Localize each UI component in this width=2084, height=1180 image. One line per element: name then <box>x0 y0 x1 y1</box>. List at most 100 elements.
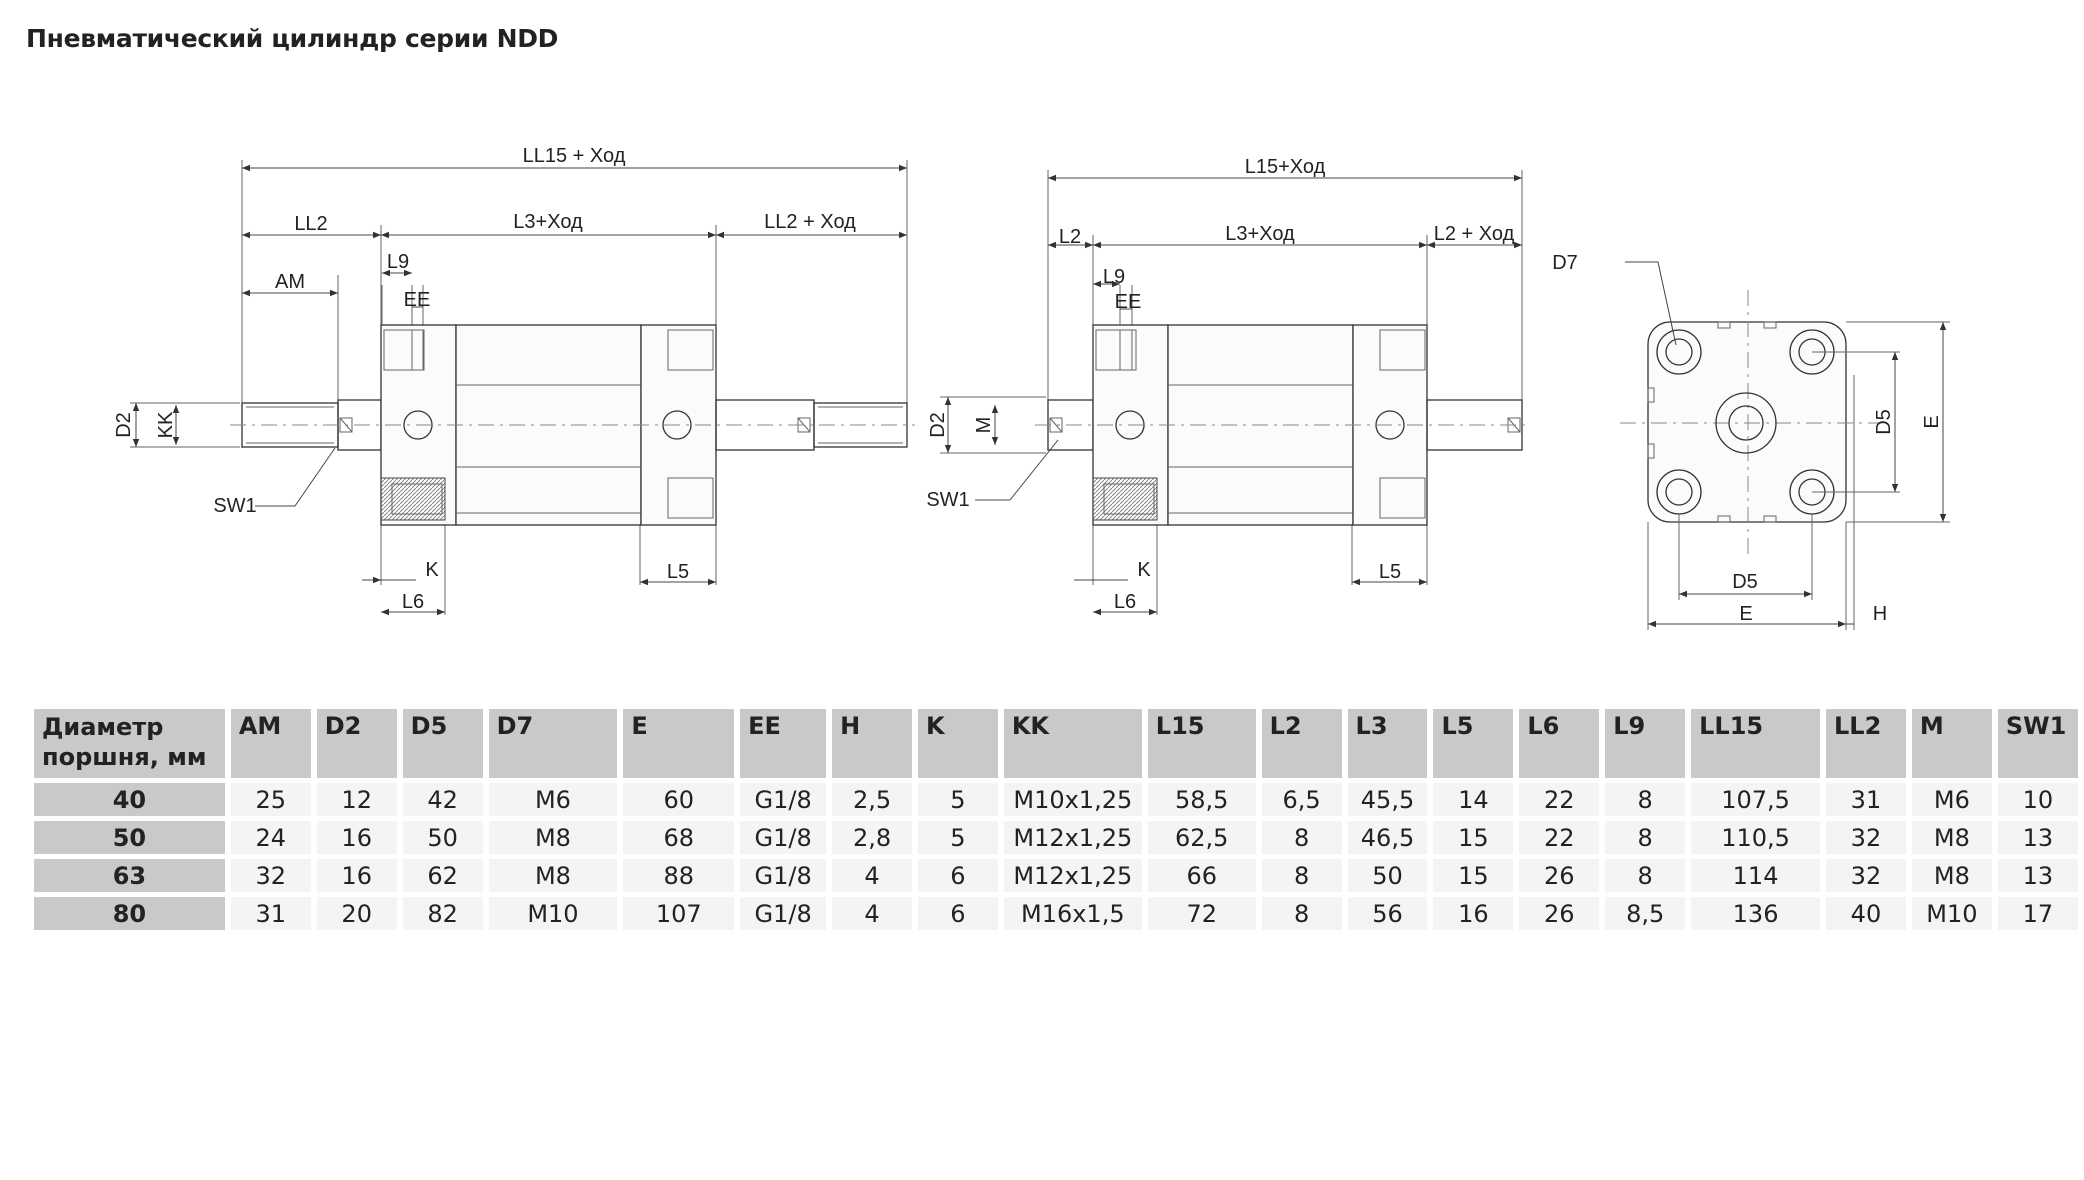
table-cell-kk: M12x1,25 <box>1003 859 1142 892</box>
drawing-single-rod: L15+Ход L2 L3+Ход L2 + Ход L9 EE D2 M K … <box>926 156 1530 616</box>
table-cell-l3: 46,5 <box>1347 821 1428 854</box>
table-cell-d5: 42 <box>402 783 483 816</box>
table-cell-l15: 58,5 <box>1147 783 1256 816</box>
table-cell-ll15: 114 <box>1691 859 1820 892</box>
header-cell: D7 <box>488 709 618 778</box>
dim-ll2-right: LL2 + Ход <box>764 211 856 233</box>
table-cell-am: 32 <box>230 859 311 892</box>
header-cell: LL15 <box>1691 709 1820 778</box>
table-cell-m: M10 <box>1911 897 1992 930</box>
dim-l5-2: L5 <box>1379 561 1401 583</box>
dim-ee-2: EE <box>1115 291 1142 313</box>
dim-d2: D2 <box>113 412 135 438</box>
table-cell-l9: 8,5 <box>1605 897 1686 930</box>
table-cell-d2: 16 <box>316 821 397 854</box>
dim-l6: L6 <box>402 591 424 613</box>
table-cell-d2: 12 <box>316 783 397 816</box>
table-cell-sw1: 10 <box>1997 783 2078 816</box>
table-cell-h: 2,5 <box>832 783 912 816</box>
table-cell-l6: 22 <box>1519 821 1600 854</box>
table-cell-l2: 6,5 <box>1261 783 1342 816</box>
dim-e-vertical: E <box>1921 415 1943 428</box>
table-cell-am: 24 <box>230 821 311 854</box>
table-cell-k: 5 <box>917 783 998 816</box>
table-cell-sw1: 17 <box>1997 897 2078 930</box>
table-cell-ee: G1/8 <box>740 859 827 892</box>
header-line-2: поршня, мм <box>42 743 207 771</box>
table-cell-l9: 8 <box>1605 783 1686 816</box>
header-cell: SW1 <box>1997 709 2078 778</box>
header-cell: H <box>832 709 912 778</box>
page-title: Пневматический цилиндр серии NDD <box>26 24 559 53</box>
table-cell-d5: 82 <box>402 897 483 930</box>
dim-am: AM <box>275 271 305 293</box>
drawing-front-view: D5 E D5 E H D7 <box>1552 252 1950 630</box>
header-line-1: Диаметр <box>42 713 164 741</box>
table-cell-d2: 20 <box>316 897 397 930</box>
table-cell-kk: M16x1,5 <box>1003 897 1142 930</box>
table-cell-l2: 8 <box>1261 821 1342 854</box>
table-cell-ll15: 136 <box>1691 897 1820 930</box>
table-cell-d5: 62 <box>402 859 483 892</box>
header-piston-diameter: Диаметр поршня, мм <box>34 709 225 778</box>
table-cell-e: 88 <box>623 859 735 892</box>
table-cell-am: 31 <box>230 897 311 930</box>
table-cell-l5: 14 <box>1433 783 1514 816</box>
header-cell: D5 <box>402 709 483 778</box>
table-cell-d7: M8 <box>488 859 618 892</box>
table-cell-l5: 16 <box>1433 897 1514 930</box>
dim-l2-right: L2 + Ход <box>1434 223 1515 245</box>
table-cell-e: 107 <box>623 897 735 930</box>
table-cell-e: 68 <box>623 821 735 854</box>
dim-d5-horizontal: D5 <box>1732 571 1758 593</box>
row-piston-diameter: 80 <box>34 897 225 930</box>
table-cell-ll2: 31 <box>1825 783 1906 816</box>
table-cell-l2: 8 <box>1261 897 1342 930</box>
header-cell: EE <box>740 709 827 778</box>
technical-drawing: LL15 + Ход LL2 L3+Ход LL2 + Ход AM L9 EE… <box>113 145 1950 630</box>
table-cell-ll15: 110,5 <box>1691 821 1820 854</box>
table-cell-ee: G1/8 <box>740 783 827 816</box>
table-cell-l15: 66 <box>1147 859 1256 892</box>
row-piston-diameter: 40 <box>34 783 225 816</box>
table-cell-e: 60 <box>623 783 735 816</box>
dim-l9: L9 <box>387 251 409 273</box>
table-cell-k: 6 <box>917 897 998 930</box>
table-cell-ee: G1/8 <box>740 897 827 930</box>
header-cell: L3 <box>1347 709 1428 778</box>
header-cell: AM <box>230 709 311 778</box>
header-cell: L6 <box>1519 709 1600 778</box>
header-cell: D2 <box>316 709 397 778</box>
table-cell-ee: G1/8 <box>740 821 827 854</box>
table-cell-k: 6 <box>917 859 998 892</box>
header-cell: LL2 <box>1825 709 1906 778</box>
header-cell: L9 <box>1605 709 1686 778</box>
table-cell-l3: 56 <box>1347 897 1428 930</box>
dim-k: K <box>425 559 439 581</box>
dim-e-horizontal: E <box>1739 603 1752 625</box>
table-cell-am: 25 <box>230 783 311 816</box>
table-cell-d2: 16 <box>316 859 397 892</box>
dim-l3-2: L3+Ход <box>1225 223 1295 245</box>
table-cell-kk: M10x1,25 <box>1003 783 1142 816</box>
dim-d2-2: D2 <box>927 412 949 438</box>
dim-k-2: K <box>1137 559 1151 581</box>
dim-ee: EE <box>404 289 431 311</box>
table-cell-l5: 15 <box>1433 821 1514 854</box>
table-cell-h: 2,8 <box>832 821 912 854</box>
table-cell-l3: 45,5 <box>1347 783 1428 816</box>
table-cell-l3: 50 <box>1347 859 1428 892</box>
table-cell-sw1: 13 <box>1997 821 2078 854</box>
table-cell-l15: 72 <box>1147 897 1256 930</box>
dim-m: M <box>973 417 995 434</box>
row-piston-diameter: 50 <box>34 821 225 854</box>
dim-l9-2: L9 <box>1103 266 1125 288</box>
dim-l2-left: L2 <box>1059 226 1081 248</box>
table-cell-h: 4 <box>832 897 912 930</box>
table-cell-h: 4 <box>832 859 912 892</box>
dim-l6-2: L6 <box>1114 591 1136 613</box>
